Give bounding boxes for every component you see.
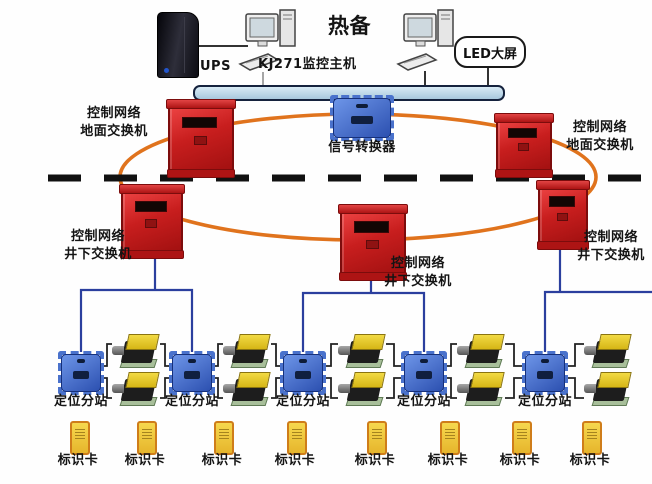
card-label: 标识卡 bbox=[124, 453, 166, 468]
positioning-substation-icon bbox=[169, 351, 215, 395]
monitoring-host-label: KJ271监控主机 bbox=[258, 57, 357, 72]
identification-card-icon bbox=[367, 421, 387, 455]
ground-switch-left-label: 控制网络 地面交换机 bbox=[80, 106, 148, 139]
positioning-substation-icon bbox=[401, 351, 447, 395]
card-reader-icon bbox=[338, 372, 386, 406]
led-screen-panel: LED大屏 bbox=[454, 36, 526, 68]
identification-card-icon bbox=[137, 421, 157, 455]
card-label: 标识卡 bbox=[201, 453, 243, 468]
positioning-substation-icon bbox=[280, 351, 326, 395]
substation-label: 定位分站 bbox=[517, 394, 572, 409]
ground-switch-left-icon bbox=[166, 99, 236, 178]
card-reader-icon bbox=[584, 372, 632, 406]
identification-card-icon bbox=[440, 421, 460, 455]
led-screen-label: LED大屏 bbox=[463, 46, 517, 62]
ground-switch-right-label: 控制网络 地面交换机 bbox=[566, 120, 634, 153]
hot-standby-label: 热备 bbox=[328, 14, 371, 38]
card-reader-icon bbox=[338, 334, 386, 368]
underground-switch-center-label: 控制网络 井下交换机 bbox=[384, 256, 452, 289]
substation-reader-links bbox=[103, 343, 584, 399]
substation-label: 定位分站 bbox=[396, 394, 451, 409]
card-reader-icon bbox=[584, 334, 632, 368]
positioning-substation-icon bbox=[58, 351, 104, 395]
underground-switch-right-label: 控制网络 井下交换机 bbox=[577, 230, 645, 263]
identification-card-icon bbox=[214, 421, 234, 455]
underground-switch-left-label: 控制网络 井下交换机 bbox=[64, 229, 132, 262]
ground-switch-right-icon bbox=[494, 113, 554, 178]
underground-switch-left-icon bbox=[119, 184, 185, 259]
positioning-substation-icon bbox=[522, 351, 568, 395]
card-label: 标识卡 bbox=[427, 453, 469, 468]
card-label: 标识卡 bbox=[354, 453, 396, 468]
card-label: 标识卡 bbox=[499, 453, 541, 468]
substation-label: 定位分站 bbox=[53, 394, 108, 409]
card-reader-icon bbox=[112, 372, 160, 406]
identification-card-icon bbox=[70, 421, 90, 455]
ups-tower-icon bbox=[157, 12, 199, 78]
substation-label: 定位分站 bbox=[275, 394, 330, 409]
card-reader-icon bbox=[223, 372, 271, 406]
identification-card-icon bbox=[287, 421, 307, 455]
ups-label: UPS bbox=[200, 59, 231, 74]
underground-switch-center-icon bbox=[338, 204, 408, 281]
card-reader-icon bbox=[457, 372, 505, 406]
identification-card-icon bbox=[582, 421, 602, 455]
card-label: 标识卡 bbox=[274, 453, 316, 468]
card-reader-icon bbox=[457, 334, 505, 368]
signal-converter-icon bbox=[330, 95, 394, 141]
card-label: 标识卡 bbox=[57, 453, 99, 468]
identification-card-icon bbox=[512, 421, 532, 455]
card-label: 标识卡 bbox=[569, 453, 611, 468]
substation-label: 定位分站 bbox=[164, 394, 219, 409]
underground-switch-right-icon bbox=[536, 180, 590, 250]
signal-converter-label: 信号转换器 bbox=[328, 140, 396, 155]
card-reader-icon bbox=[223, 334, 271, 368]
monitoring-host-computer-icon bbox=[238, 8, 306, 74]
card-reader-icon bbox=[112, 334, 160, 368]
underground-cable-tree bbox=[79, 243, 652, 352]
standby-host-computer-icon bbox=[396, 8, 464, 74]
